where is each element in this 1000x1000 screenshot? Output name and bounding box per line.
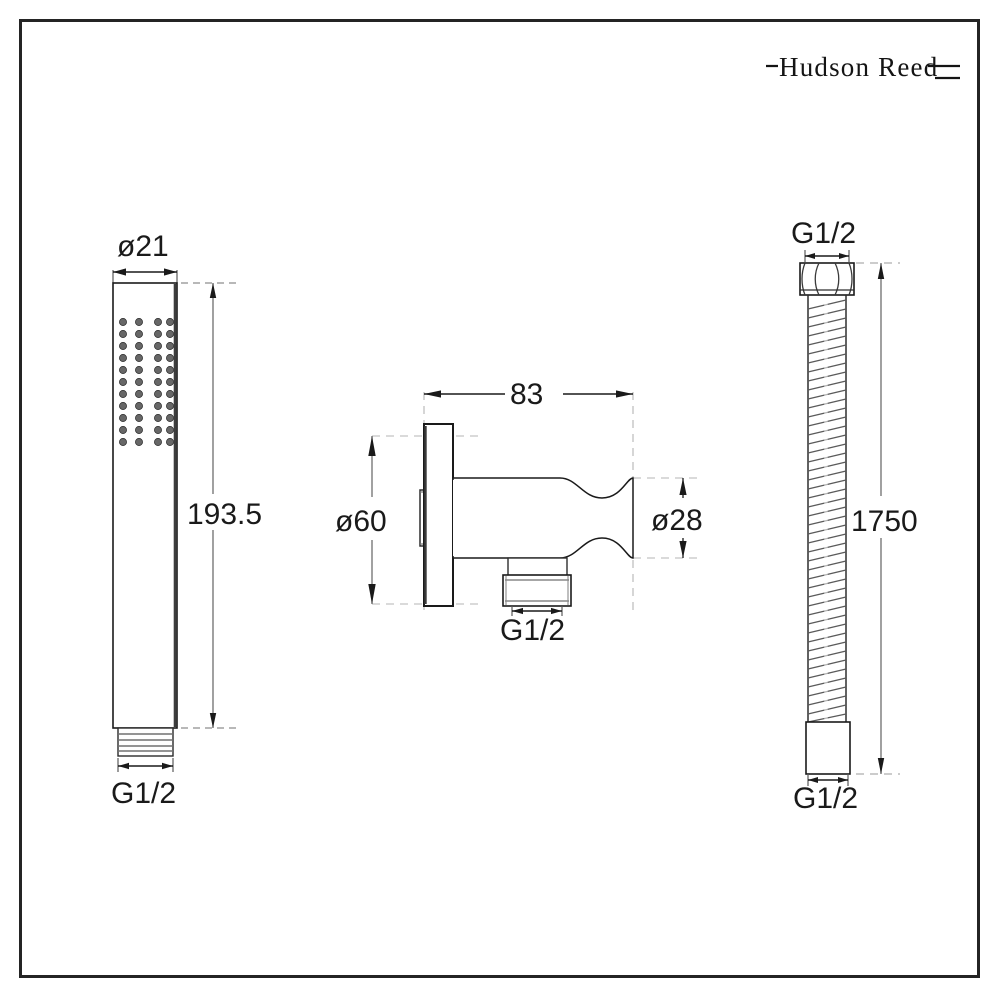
outlet-plate-diameter-label: ø60 xyxy=(335,505,387,538)
arrow-bottom xyxy=(209,713,217,728)
hose-length-dimension: 1750 xyxy=(851,262,918,775)
arrow-right xyxy=(162,762,173,770)
outlet-thread-label: G1/2 xyxy=(500,614,565,647)
arrow-top xyxy=(209,283,217,298)
outlet-body-diameter-label: ø28 xyxy=(651,504,703,537)
arrow-left xyxy=(808,777,818,783)
arrow-left xyxy=(512,607,523,615)
wall-outlet-elbow-view: 83 ø60 ø28 xyxy=(335,378,703,647)
elbow-body-outline xyxy=(452,477,634,559)
hose-top-thread-dimension: G1/2 xyxy=(791,217,856,262)
handset-thread-label: G1/2 xyxy=(111,777,176,810)
arrow-bottom xyxy=(877,758,885,774)
arrow-top xyxy=(368,436,376,456)
arrow-left xyxy=(424,390,441,398)
hose-top-hex-nut xyxy=(799,262,855,296)
shower-hose-view: G1/2 xyxy=(791,217,918,815)
outlet-elbow-body xyxy=(452,477,634,559)
plate-flange xyxy=(423,423,454,607)
arrow-right xyxy=(839,253,849,259)
hudson-reed-logo: Hudson Reed xyxy=(766,52,960,82)
handset-width-label: ø21 xyxy=(117,230,169,263)
handset-length-dimension: 193.5 xyxy=(181,282,262,729)
arrow-left xyxy=(118,762,129,770)
hose-top-thread-label: G1/2 xyxy=(791,217,856,250)
hose-coiled-body xyxy=(807,295,847,723)
arrow-right xyxy=(838,777,848,783)
arrow-right xyxy=(616,390,633,398)
elbow-body-mask xyxy=(453,480,456,556)
hex-nut-facet-1 xyxy=(801,262,806,296)
thread-hatch xyxy=(118,733,173,752)
thread-body xyxy=(117,727,174,757)
hose-bottom-thread-dimension: G1/2 xyxy=(793,774,858,815)
bottom-sleeve xyxy=(805,721,851,775)
handset-length-label: 193.5 xyxy=(187,498,262,531)
outlet-projection-label: 83 xyxy=(510,378,543,411)
arrow-bottom xyxy=(368,584,376,604)
arrow-top xyxy=(877,263,885,279)
outlet-thread-dimension: G1/2 xyxy=(500,606,565,647)
arrow-bottom xyxy=(679,541,687,558)
arrow-right xyxy=(164,268,177,276)
hex-nut-facet-2 xyxy=(814,262,820,296)
arrow-right xyxy=(551,607,562,615)
hose-bottom-thread-label: G1/2 xyxy=(793,782,858,815)
sheet-border xyxy=(19,19,980,978)
shower-handset-view: ø21 xyxy=(111,230,262,810)
hex-nut-facet-3 xyxy=(834,262,840,296)
logo-text-backing xyxy=(778,53,928,79)
hose-length-label: 1750 xyxy=(851,505,918,538)
hex-nut-facet-4 xyxy=(848,262,853,296)
hose-bottom-connector xyxy=(805,721,851,775)
outlet-body-diameter-dimension: ø28 xyxy=(651,478,703,558)
outlet-plate-diameter-dimension: ø60 xyxy=(335,436,387,604)
arrow-left xyxy=(805,253,815,259)
handset-thread-connector xyxy=(117,727,174,757)
handset-width-dimension: ø21 xyxy=(112,230,178,283)
arrow-top xyxy=(679,478,687,495)
outlet-projection-dimension: 83 xyxy=(424,378,633,411)
handset-spray-face xyxy=(119,318,174,446)
logo-label: Hudson Reed xyxy=(779,52,938,82)
arrow-left xyxy=(113,268,126,276)
handset-thread-dimension: G1/2 xyxy=(111,758,176,810)
outlet-bottom-connector xyxy=(502,557,572,607)
